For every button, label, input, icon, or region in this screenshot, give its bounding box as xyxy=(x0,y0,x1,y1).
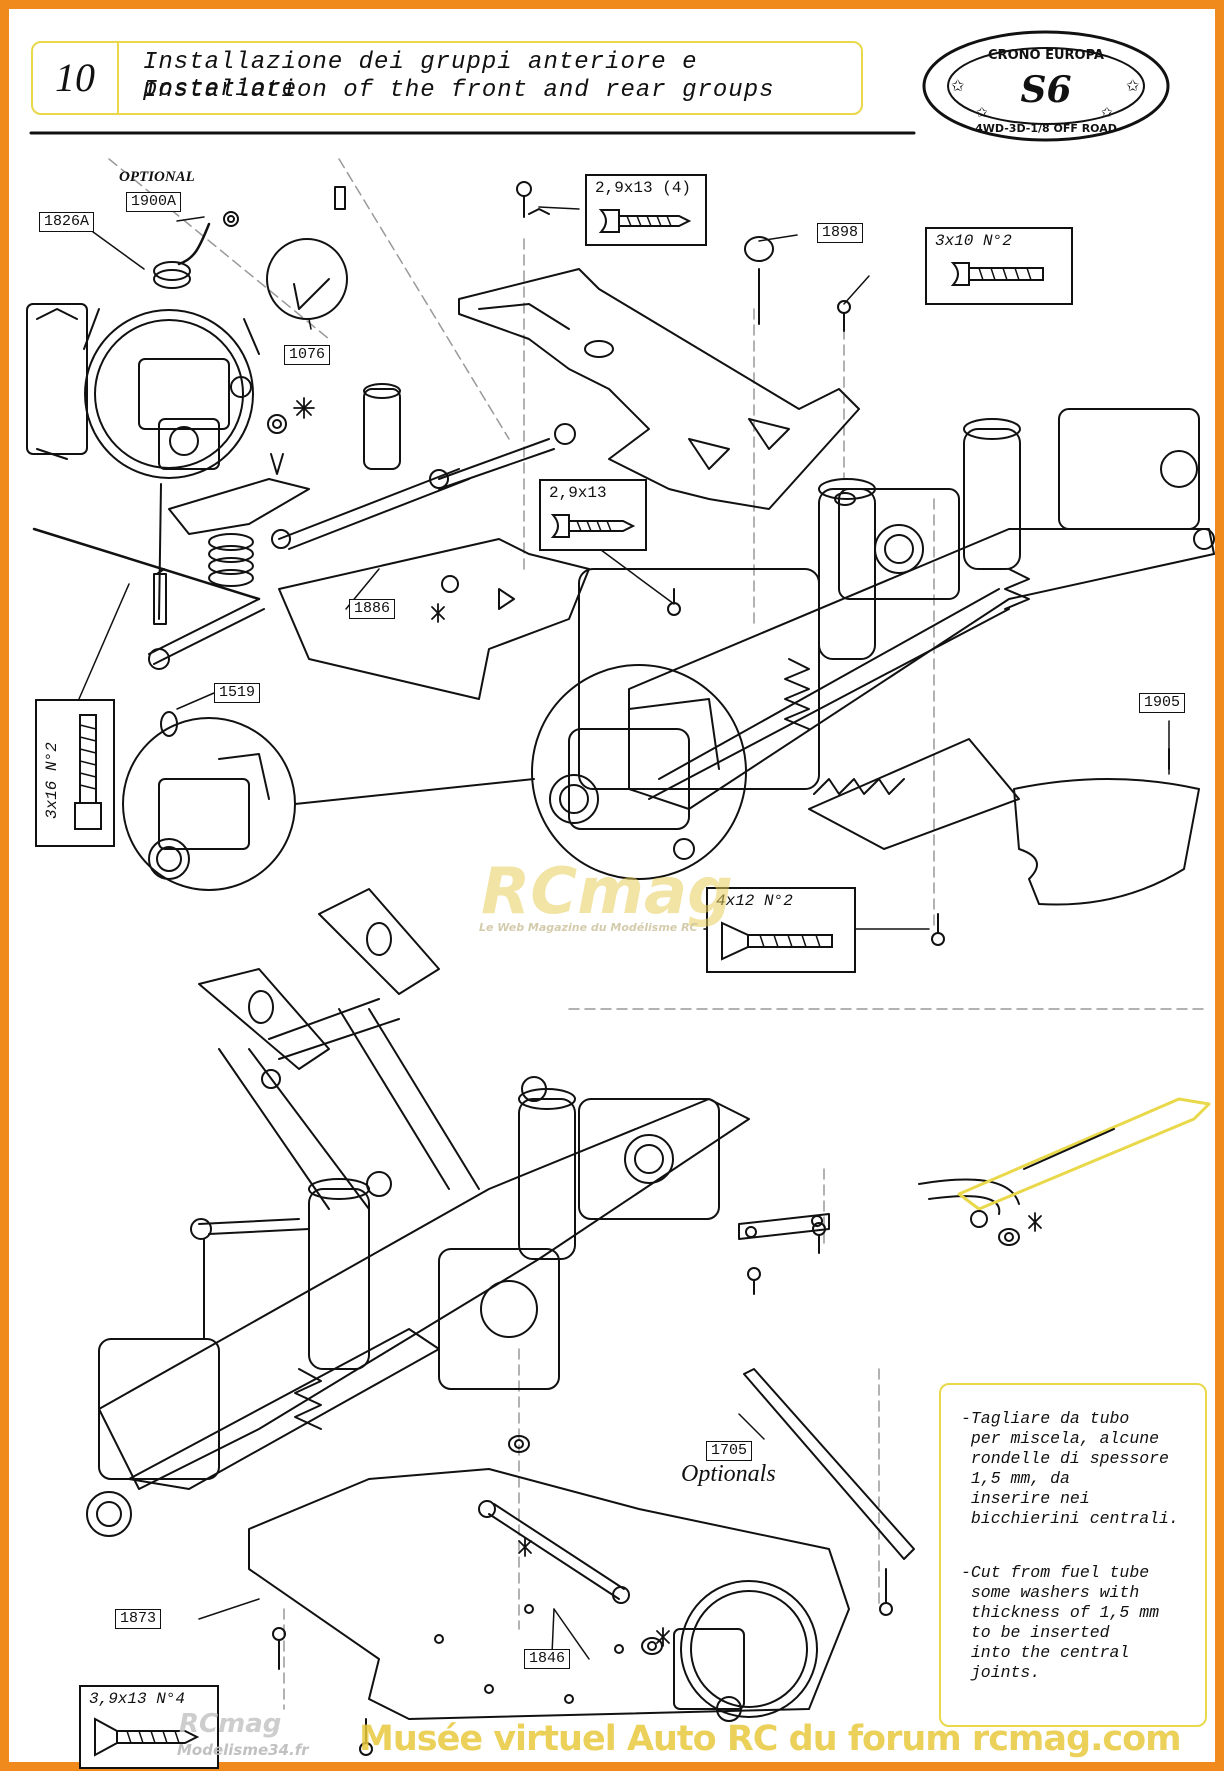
screw-spec-label: 2,9x13 (4) xyxy=(595,179,692,197)
screw-box-4x12: 4x12 N°2 xyxy=(706,887,856,973)
screw-box-2-9x13-4: 2,9x13 (4) xyxy=(585,174,707,246)
part-number-1705: 1705 xyxy=(706,1441,753,1461)
step-number: 10 xyxy=(33,43,119,113)
svg-text:✩: ✩ xyxy=(1101,104,1113,120)
assembly-guides xyxy=(108,158,1210,1710)
title-box: 10 Installazione dei gruppi anteriore e … xyxy=(31,41,863,115)
steering-group xyxy=(32,186,590,737)
rear-links xyxy=(190,1213,915,1560)
chassis-main xyxy=(578,408,1215,860)
screw-box-3x16: 3x16 N°2 xyxy=(35,699,115,847)
screw-spec-label: 4x12 N°2 xyxy=(716,892,793,910)
screw-box-2-9x13: 2,9x13 xyxy=(539,479,647,551)
screw-icon xyxy=(74,714,102,830)
screw-spec-label: 3,9x13 N°4 xyxy=(89,1690,186,1708)
screw-icon xyxy=(598,209,692,233)
svg-text:✩: ✩ xyxy=(951,78,965,95)
rear-chassis xyxy=(86,1098,750,1537)
front-shock xyxy=(784,478,876,730)
screw-icon xyxy=(950,262,1044,286)
optionals-label: Optionals xyxy=(681,1461,776,1487)
detail-circle-chassis xyxy=(531,664,747,880)
screw-spec-label: 3x16 N°2 xyxy=(43,742,61,819)
part-number-1898: 1898 xyxy=(817,223,864,243)
part-number-1886: 1886 xyxy=(349,599,396,619)
logo-top-text: CRONO EUROPA xyxy=(988,48,1104,63)
rear-diff-group xyxy=(673,1580,818,1722)
screw-icon xyxy=(550,514,636,538)
part-number-1519: 1519 xyxy=(214,683,261,703)
fuel-tube-cutter xyxy=(918,1097,1211,1228)
optional-label: OPTIONAL xyxy=(119,169,195,185)
screw-spec-label: 3x10 N°2 xyxy=(935,232,1012,250)
title-italian: Installazione dei gruppi anteriore e pos… xyxy=(143,49,698,103)
part-number-1076: 1076 xyxy=(284,345,331,365)
svg-text:✩: ✩ xyxy=(976,104,988,120)
screw-icons-top xyxy=(516,181,945,946)
note-box: -Tagliare da tubo per miscela, alcune ro… xyxy=(939,1383,1207,1727)
screw-box-3x10: 3x10 N°2 xyxy=(925,227,1073,305)
small-site-watermark: Modelisme34.fr xyxy=(177,1741,309,1759)
part-number-1905: 1905 xyxy=(1139,693,1186,713)
crono-europa-logo: CRONO EUROPA S6 4WD-3D-1/8 OFF ROAD ✩ ✩ … xyxy=(922,30,1170,142)
rcmag-watermark: RCmag xyxy=(481,855,733,929)
logo-bottom-text: 4WD-3D-1/8 OFF ROAD xyxy=(975,122,1117,135)
svg-text:✩: ✩ xyxy=(1126,78,1140,95)
rear-shock xyxy=(963,418,1030,610)
top-plate xyxy=(458,268,860,510)
rear-shock-right xyxy=(518,1076,576,1260)
part-number-1873: 1873 xyxy=(115,1609,162,1629)
title-english: Installation of the front and rear group… xyxy=(143,77,775,104)
small-rcmag-watermark: RCmag xyxy=(179,1709,282,1739)
screw-spec-label: 2,9x13 xyxy=(549,484,607,502)
under-plate xyxy=(808,738,1020,850)
rear-shock-left xyxy=(294,1171,392,1430)
note-english: -Cut from fuel tube some washers with th… xyxy=(961,1563,1160,1682)
screw-box-3-9x13: 3,9x13 N°4 xyxy=(79,1685,219,1769)
banner-watermark: Musée virtuel Auto RC du forum rcmag.com xyxy=(359,1719,1182,1759)
screw-icons-bottom xyxy=(272,1222,1020,1756)
logo-center-text: S6 xyxy=(1020,69,1071,111)
part-number-1846: 1846 xyxy=(524,1649,571,1669)
detail-circle-front xyxy=(122,717,535,891)
rear-wing-mount xyxy=(198,888,480,1210)
note-italian: -Tagliare da tubo per miscela, alcune ro… xyxy=(961,1409,1179,1528)
asterisk-marks xyxy=(293,397,1042,1647)
screw-icon xyxy=(721,921,833,961)
side-guard xyxy=(1013,748,1200,906)
exploded-view-illustration xyxy=(26,131,1215,1756)
part-number-1900A: 1900A xyxy=(126,192,182,212)
screw-icon xyxy=(94,1717,200,1757)
bottom-plate xyxy=(248,1468,850,1720)
front-diff-group xyxy=(26,303,260,479)
part-number-1826A: 1826A xyxy=(39,212,95,232)
drive-shaft xyxy=(478,1435,663,1655)
rcmag-watermark-subtitle: Le Web Magazine du Modélisme RC xyxy=(479,921,698,934)
